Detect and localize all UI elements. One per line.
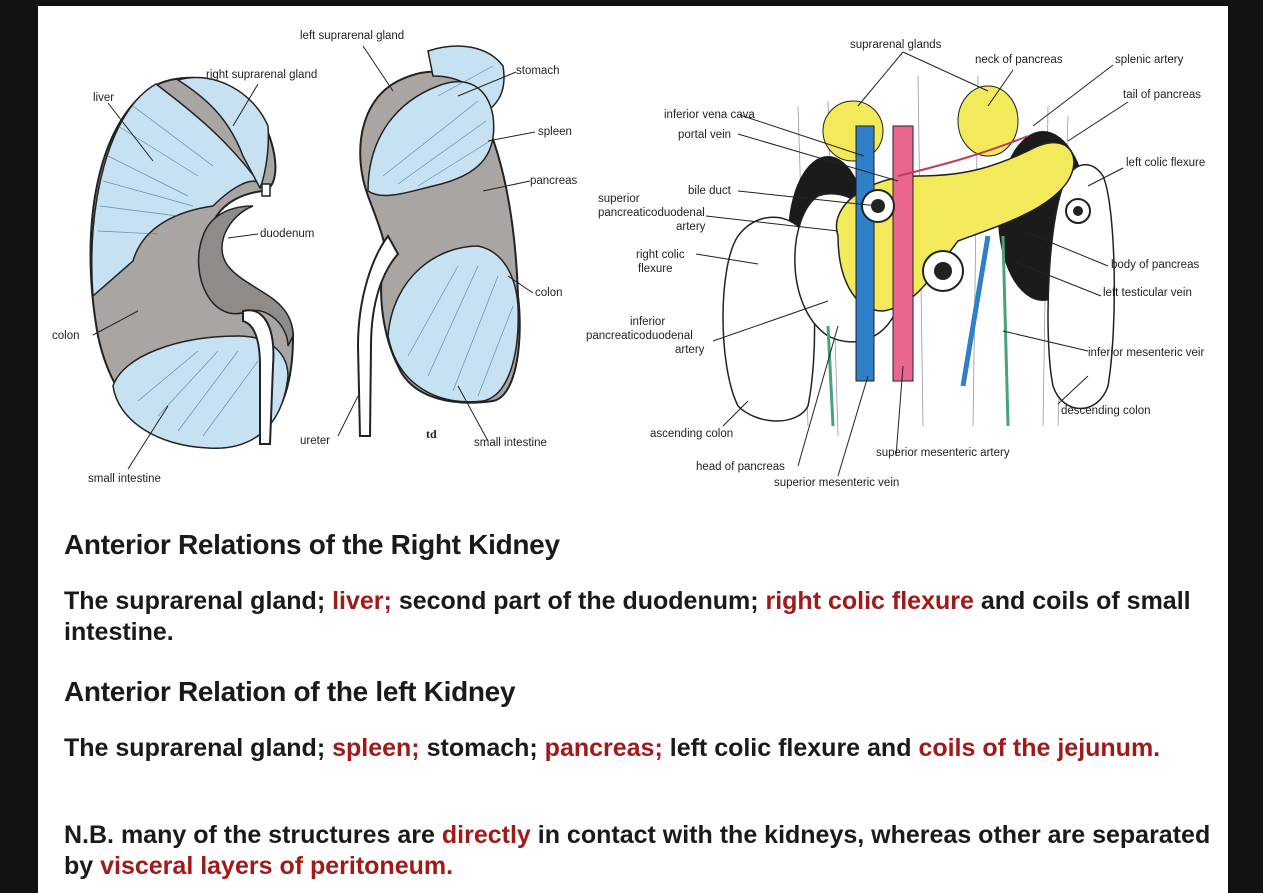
- body-text: and coils of small intestine.: [64, 587, 1191, 646]
- body-text: The suprarenal gland;: [64, 587, 333, 615]
- inferior-vena-cava: [855, 125, 875, 382]
- label-tail-of-pancreas: tail of pancreas: [1123, 89, 1201, 101]
- viscera-left-suprarenal: [957, 85, 1019, 157]
- label-small-intestine-right: small intestine: [474, 437, 547, 449]
- left-ureter: [356, 234, 400, 437]
- label-portal-vein: portal vein: [678, 129, 731, 141]
- label-inferior-line2: pancreaticoduodenal: [586, 330, 693, 342]
- paragraph-nb-note: N.B. many of the structures are directly…: [64, 820, 1214, 882]
- body-text: second part of the duodenum;: [391, 587, 766, 615]
- label-right-suprarenal-gland: right suprarenal gland: [206, 69, 317, 81]
- left-border: [0, 0, 38, 893]
- emphasis-text: spleen;: [332, 734, 420, 762]
- emphasis-text: right colic flexure: [765, 587, 974, 615]
- label-inferior-vena-cava: inferior vena cava: [664, 109, 755, 121]
- label-left-testicular-vein: left testicular vein: [1103, 287, 1192, 299]
- ascending-colon: [722, 216, 816, 422]
- viscera-figure: [722, 75, 1116, 437]
- emphasis-text: directly: [441, 821, 531, 849]
- aorta: [892, 125, 914, 382]
- label-neck-of-pancreas: neck of pancreas: [975, 54, 1063, 66]
- label-colon-left: colon: [52, 330, 80, 342]
- label-pancreas: pancreas: [530, 175, 578, 187]
- left-kidney-figure: [356, 45, 521, 437]
- label-superior-line2: pancreaticoduodenal: [598, 207, 705, 219]
- label-superior-mesenteric-artery: superior mesenteric artery: [876, 447, 1010, 459]
- label-small-intestine-left: small intestine: [88, 473, 161, 485]
- label-superior-line3: artery: [676, 221, 706, 233]
- label-right-colic-line1: right colic: [636, 249, 685, 261]
- left-small-intestine-region: [387, 245, 519, 403]
- emphasis-text: visceral layers of peritoneum.: [100, 852, 454, 880]
- label-superior-mesenteric-vein: superior mesenteric vein: [774, 477, 899, 489]
- body-text: stomach;: [419, 734, 545, 762]
- top-border: [0, 0, 1263, 6]
- label-suprarenal-glands: suprarenal glands: [850, 39, 942, 51]
- body-text: left colic flexure and: [662, 734, 919, 762]
- label-bile-duct: bile duct: [688, 185, 732, 197]
- label-right-colic-line2: flexure: [638, 263, 673, 275]
- label-duodenum: duodenum: [260, 228, 314, 240]
- label-body-of-pancreas: body of pancreas: [1111, 259, 1199, 271]
- duodenum-region: [197, 205, 294, 347]
- body-text: The suprarenal gland;: [64, 734, 333, 762]
- emphasis-text: coils of the jejunum.: [918, 734, 1161, 762]
- descending-colon: [1047, 164, 1116, 410]
- right-kidney-figure: [89, 76, 295, 449]
- emphasis-text: liver;: [332, 587, 392, 615]
- label-left-suprarenal-gland: left suprarenal gland: [300, 30, 404, 42]
- label-spleen: spleen: [538, 126, 572, 138]
- heading-left-kidney: Anterior Relation of the left Kidney: [64, 676, 516, 707]
- body-text: in contact with the kidneys, whereas oth…: [64, 821, 1211, 880]
- label-ascending-colon: ascending colon: [650, 428, 733, 440]
- small-intestine-region: [112, 335, 289, 449]
- label-left-colic-flexure: left colic flexure: [1126, 157, 1205, 169]
- spleen-region: [367, 81, 495, 197]
- label-liver: liver: [93, 92, 114, 104]
- label-superior-line1: superior: [598, 193, 640, 205]
- body-text: N.B. many of the structures are: [64, 821, 442, 849]
- paragraph-right-kidney: The suprarenal gland; liver; second part…: [64, 586, 1214, 648]
- viscera-labels: suprarenal glands neck of pancreas splen…: [586, 39, 1205, 489]
- label-inferior-line1: inferior: [630, 316, 665, 328]
- label-descending-colon: descending colon: [1061, 405, 1151, 417]
- slide: left suprarenal gland right suprarenal g…: [38, 6, 1228, 893]
- heading-right-kidney: Anterior Relations of the Right Kidney: [64, 529, 560, 560]
- label-stomach: stomach: [516, 65, 559, 77]
- kidney-labels: left suprarenal gland right suprarenal g…: [52, 30, 578, 485]
- right-ureter: [242, 309, 275, 445]
- label-ureter: ureter: [300, 435, 330, 447]
- label-lines: [92, 45, 1129, 477]
- anatomy-diagram: left suprarenal gland right suprarenal g…: [52, 30, 1205, 489]
- paragraph-left-kidney: The suprarenal gland; spleen; stomach; p…: [64, 733, 1214, 764]
- label-signature: td: [426, 427, 437, 441]
- right-border: [1228, 0, 1263, 893]
- label-colon-right: colon: [535, 287, 563, 299]
- label-splenic-artery: splenic artery: [1115, 54, 1184, 66]
- label-inferior-mesenteric-vein: inferior mesenteric veir: [1088, 347, 1204, 359]
- label-inferior-line3: artery: [675, 344, 705, 356]
- emphasis-text: pancreas;: [544, 734, 663, 762]
- label-head-of-pancreas: head of pancreas: [696, 461, 785, 473]
